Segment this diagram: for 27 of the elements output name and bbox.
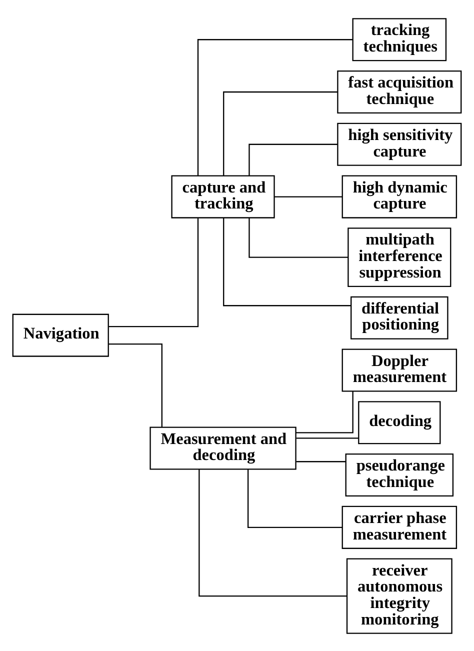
node-box: high sensitivity capture [337, 122, 462, 166]
node-box: carrier phase measurement [342, 505, 458, 548]
connector [197, 38, 353, 176]
node-box: pseudorange technique [345, 452, 454, 496]
connector [223, 217, 351, 306]
connector [296, 390, 354, 433]
connector [296, 437, 358, 438]
connector [108, 218, 199, 327]
node-box: high dynamic capture [342, 174, 458, 218]
node-box: Measurement and decoding [150, 426, 296, 470]
node-box: capture and tracking [171, 174, 275, 218]
connector [108, 342, 162, 427]
connector [248, 143, 338, 176]
connector [198, 468, 347, 596]
connector [248, 217, 348, 258]
node-box: differential positioning [350, 296, 448, 339]
connector [274, 196, 342, 197]
node-box: Navigation [12, 313, 109, 356]
node-box: fast acquisition technique [337, 70, 462, 114]
node-box: receiver autonomous integrity monitoring [346, 558, 452, 634]
connector [247, 468, 342, 528]
connector [296, 460, 346, 462]
node-box: Doppler measurement [342, 348, 458, 392]
connector [223, 90, 338, 176]
node-box: tracking techniques [352, 18, 447, 61]
node-box: decoding [358, 400, 441, 444]
node-box: multipath interference suppression [348, 227, 452, 286]
